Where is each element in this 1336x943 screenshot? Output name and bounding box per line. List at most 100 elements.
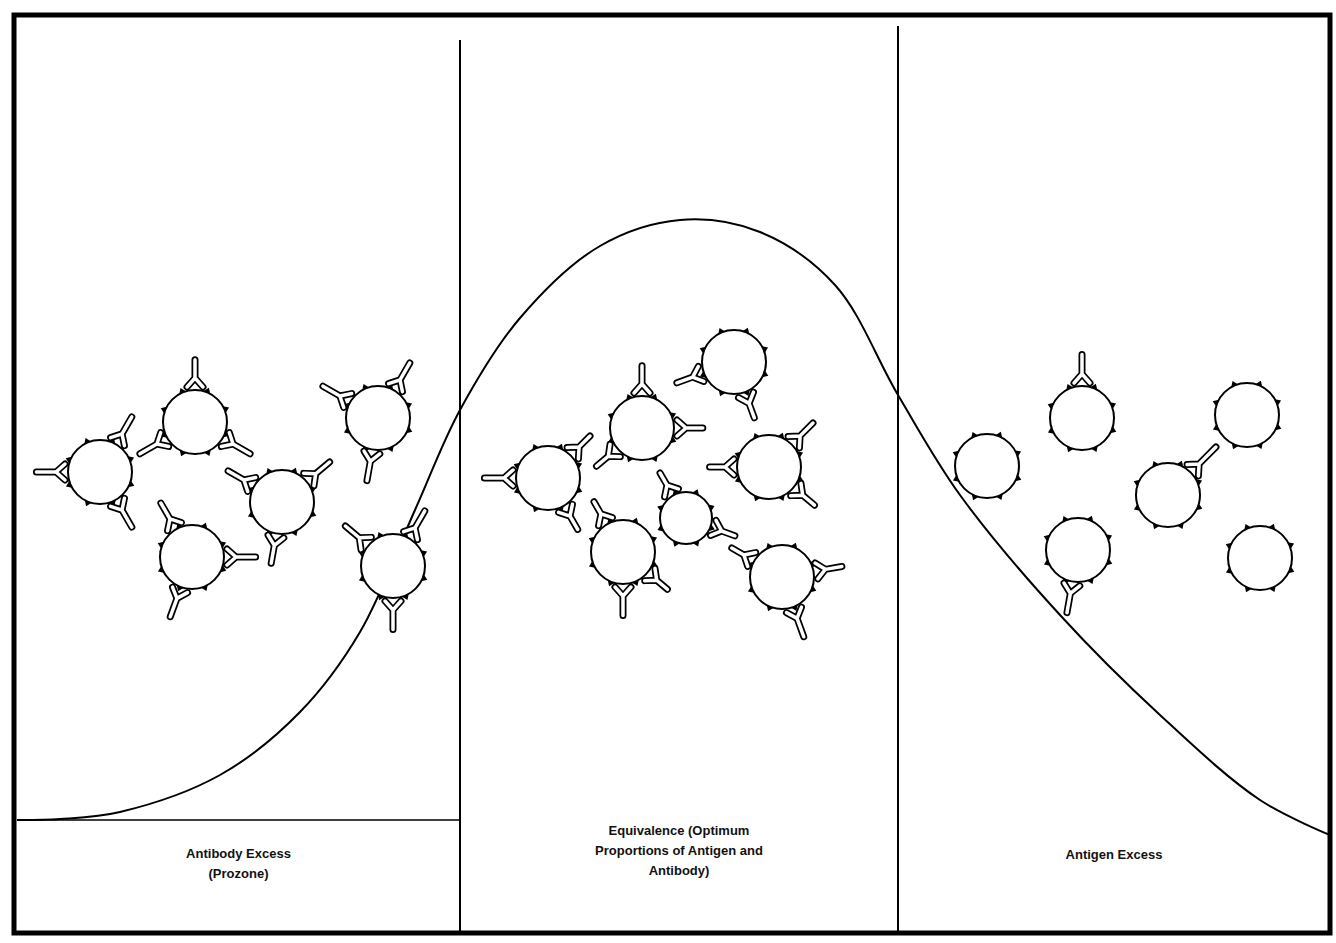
antibody-fill (615, 587, 631, 616)
epitope (128, 456, 134, 462)
antibody-outline (677, 366, 704, 382)
antibody-fill (484, 470, 513, 486)
epitope (996, 432, 1002, 438)
epitope (1196, 479, 1202, 485)
antibody-y (268, 535, 284, 563)
antibody-fill (791, 483, 815, 505)
epitope (1134, 480, 1140, 486)
antibody-outline (815, 563, 842, 579)
epitope (1153, 523, 1159, 529)
epitope (1231, 381, 1237, 387)
antibody-outline (385, 601, 401, 630)
epitope (1048, 427, 1054, 433)
epitope (1106, 534, 1112, 540)
antibody-outline (484, 470, 513, 486)
antibody-fill (645, 568, 668, 589)
epitope (1177, 461, 1183, 467)
epitope (953, 451, 959, 457)
antibody-y (645, 568, 668, 589)
antibody-fill (268, 535, 284, 563)
antibody-y (389, 363, 410, 392)
epitope (1044, 559, 1050, 565)
region-panel: Equivalence (Optimum Proportions of Anti… (460, 18, 898, 931)
antibody-y (227, 549, 256, 565)
epitope (377, 532, 383, 538)
epitope (953, 475, 959, 481)
antibody-fill (1064, 583, 1080, 613)
region-label: Equivalence (Optimum Proportions of Anti… (592, 821, 767, 881)
epitope (753, 433, 759, 439)
antigen-circle (160, 525, 224, 589)
antibody-outline (1187, 447, 1216, 476)
epitope (1288, 567, 1294, 573)
epitope (1213, 400, 1219, 406)
epitope (128, 481, 134, 487)
epitope (158, 566, 164, 572)
epitope (1067, 446, 1073, 452)
epitope (344, 427, 350, 433)
antigen-circle (163, 390, 227, 454)
antibody-fill (788, 423, 813, 448)
epitope (204, 450, 210, 456)
antibody-fill (677, 420, 703, 436)
antibody-outline (1074, 354, 1090, 383)
epitope (743, 328, 749, 334)
epitope (201, 523, 207, 529)
epitope (177, 585, 183, 591)
antibody-outline (788, 423, 813, 448)
antibodies (36, 354, 1216, 636)
epitope (387, 446, 393, 452)
epitope (1288, 542, 1294, 548)
antibody-y (364, 451, 380, 481)
epitope (971, 432, 977, 438)
antibody-outline (404, 511, 425, 540)
epitope (693, 541, 699, 547)
antibody-fill (732, 548, 756, 566)
epitope (84, 438, 90, 444)
antibody-y (187, 360, 203, 387)
antibody-fill (228, 471, 256, 492)
epitope (673, 541, 679, 547)
antibody-fill (385, 601, 401, 630)
antibody-outline (304, 462, 330, 486)
antibody-outline (1064, 583, 1080, 613)
antibody-outline (268, 535, 284, 563)
epitope (972, 494, 978, 500)
epitope (576, 462, 582, 468)
antibody-fill (660, 473, 678, 497)
antibody-outline (221, 433, 250, 454)
antibody-fill (1187, 447, 1216, 476)
antibody-outline (228, 471, 256, 492)
epitope (627, 456, 633, 462)
antigen-circle (516, 446, 580, 510)
antibody-outline (111, 498, 132, 527)
antibody-y (660, 473, 678, 497)
antibody-outline (323, 386, 352, 407)
antigen-circle (68, 440, 132, 504)
epitope (1062, 516, 1068, 522)
antibody-outline (111, 417, 132, 446)
antibody-y (791, 483, 815, 505)
antibody-fill (389, 363, 410, 392)
antibody-fill (634, 366, 650, 393)
antibody-fill (187, 360, 203, 387)
antibody-fill (1074, 354, 1090, 383)
epitope (1087, 516, 1093, 522)
antibody-outline (791, 483, 815, 505)
epitope (576, 487, 582, 493)
antibody-fill (36, 464, 65, 480)
antibody-fill (111, 498, 132, 527)
antibody-fill (786, 607, 803, 637)
antibody-fill (677, 366, 704, 382)
epitope (657, 505, 663, 511)
antibody-fill (304, 462, 330, 486)
epitope (762, 371, 768, 377)
antigen-particles (66, 328, 1295, 612)
antibody-y (710, 459, 734, 475)
antibody-fill (738, 392, 754, 418)
epitope (532, 444, 538, 450)
epitope (748, 586, 754, 592)
epitope (719, 390, 725, 396)
antibody-y (559, 504, 578, 529)
